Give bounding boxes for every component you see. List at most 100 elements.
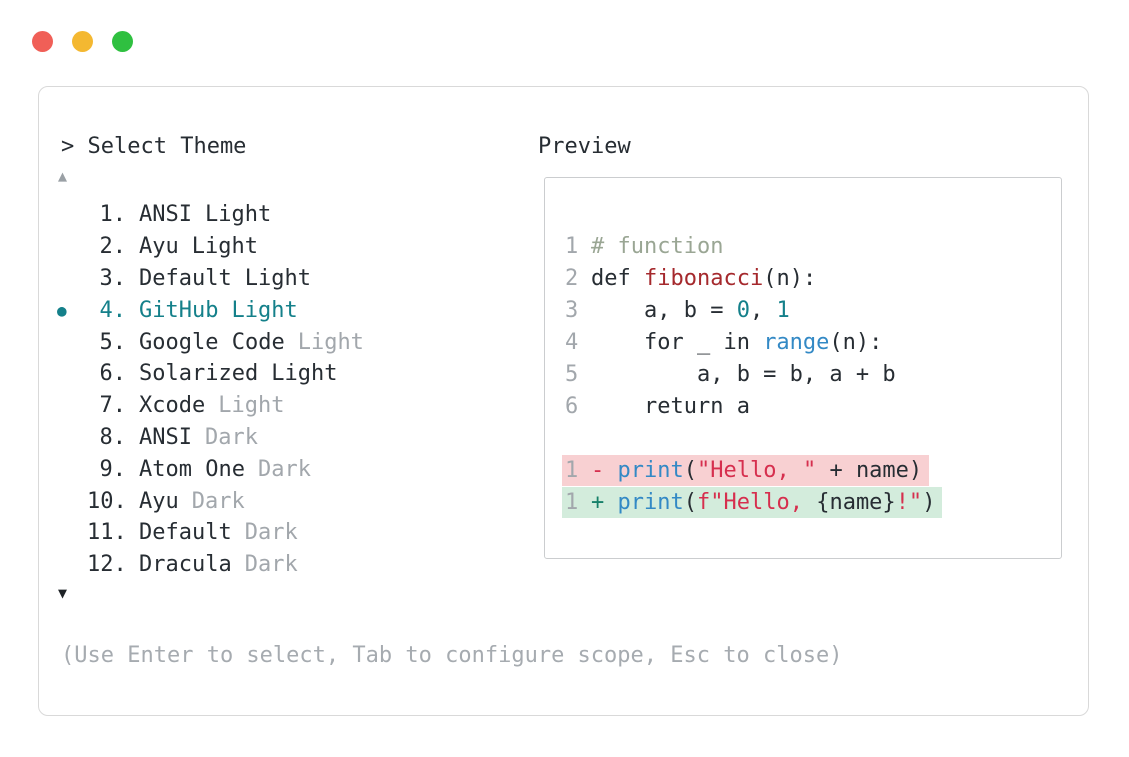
theme-suffix: Dark [191, 488, 245, 514]
theme-item-ansi-dark[interactable]: 8. ANSI Dark [57, 422, 364, 454]
code-sample: 1 # function 2 def fibonacci(n): 3 a, b … [562, 230, 943, 518]
code-token: # function [591, 233, 724, 259]
theme-number: 10. [87, 488, 127, 514]
theme-name: Ayu [139, 234, 179, 260]
theme-number: 3. [99, 265, 127, 291]
code-line-1: 1 # function [565, 230, 942, 262]
theme-number: 8. [99, 424, 127, 450]
theme-name: Solarized [139, 361, 259, 387]
line-number: 1 [565, 233, 579, 259]
code-token: ) [922, 489, 936, 515]
line-number: 1 [565, 457, 579, 483]
theme-item-default-dark[interactable]: 11. Default Dark [57, 517, 364, 549]
code-token: ( [683, 489, 697, 515]
code-token: "Hello, " [696, 457, 817, 483]
theme-name: Dracula [139, 552, 232, 578]
code-token: a, b = [591, 297, 737, 323]
theme-item-solarized-light[interactable]: 6. Solarized Light [57, 358, 364, 390]
code-line-5: 5 a, b = b, a + b [565, 358, 942, 390]
theme-suffix: Dark [257, 456, 311, 482]
theme-number: 2. [99, 234, 127, 260]
theme-name: Default [139, 520, 232, 546]
code-token: range [763, 329, 830, 355]
code-token: ( [683, 457, 697, 483]
theme-suffix: Dark [244, 520, 298, 546]
theme-suffix: Dark [244, 552, 298, 578]
code-token: return a [591, 393, 750, 419]
theme-item-xcode-light[interactable]: 7. Xcode Light [57, 390, 364, 422]
code-token: for _ in [591, 329, 764, 355]
theme-name: Default [139, 265, 232, 291]
code-token: !" [895, 489, 923, 515]
diff-line-removed: 1 - print("Hello, " + name) [562, 454, 942, 486]
theme-number: 1. [99, 202, 127, 228]
theme-suffix: Light [191, 234, 258, 260]
theme-number: 12. [87, 552, 127, 578]
scroll-up-icon[interactable]: ▲ [58, 167, 68, 185]
theme-suffix: Light [244, 265, 311, 291]
code-token: f [696, 489, 711, 515]
window-controls [32, 31, 133, 52]
blank-line [565, 422, 942, 454]
code-token: print [617, 457, 684, 483]
theme-item-default-light[interactable]: 3. Default Light [57, 263, 364, 295]
theme-picker-panel: > Select Theme Preview ▲ 1. ANSI Light 2… [38, 86, 1089, 716]
preview-pane: 1 # function 2 def fibonacci(n): 3 a, b … [544, 177, 1062, 559]
diff-plus-token: + [591, 489, 618, 515]
code-token: a, b = b, a + b [591, 361, 896, 387]
theme-name: ANSI [139, 202, 192, 228]
theme-number: 4. [99, 297, 127, 323]
line-number: 5 [565, 361, 579, 387]
theme-item-google-code-light[interactable]: 5. Google Code Light [57, 326, 364, 358]
minimize-button[interactable] [72, 31, 93, 52]
code-token: fibonacci [643, 265, 764, 291]
code-line-2: 2 def fibonacci(n): [565, 262, 942, 294]
code-token: print [617, 489, 684, 515]
scroll-down-icon[interactable]: ▼ [58, 584, 68, 602]
line-number: 2 [565, 265, 579, 291]
code-token: def [591, 265, 644, 291]
selected-bullet-icon: ● [57, 300, 67, 320]
close-button[interactable] [32, 31, 53, 52]
theme-name: Ayu [139, 488, 179, 514]
code-line-6: 6 return a [565, 390, 942, 422]
diff-minus-token: - [591, 457, 618, 483]
theme-list: 1. ANSI Light 2. Ayu Light 3. Default Li… [57, 199, 364, 581]
code-token: {name} [816, 489, 896, 515]
theme-item-ayu-dark[interactable]: 10. Ayu Dark [57, 485, 364, 517]
theme-name: GitHub [139, 297, 219, 323]
code-token: (n): [829, 329, 883, 355]
theme-name: ANSI [139, 424, 192, 450]
theme-number: 11. [87, 520, 127, 546]
diff-line-added: 1 + print(f"Hello, {name}!") [562, 486, 943, 518]
code-token: , [749, 297, 777, 323]
theme-item-github-light[interactable]: ● 4. GitHub Light [57, 294, 364, 326]
line-number: 4 [565, 329, 579, 355]
line-number: 1 [565, 489, 579, 515]
theme-name: Google Code [139, 329, 285, 355]
theme-suffix: Light [204, 202, 272, 228]
code-token: 0 [736, 297, 750, 323]
theme-item-ayu-light[interactable]: 2. Ayu Light [57, 231, 364, 263]
theme-suffix: Light [231, 297, 298, 323]
code-line-4: 4 for _ in range(n): [565, 326, 942, 358]
theme-suffix: Light [218, 393, 285, 419]
maximize-button[interactable] [112, 31, 133, 52]
theme-number: 5. [99, 329, 127, 355]
code-token: 1 [776, 297, 790, 323]
code-token: + name) [816, 457, 923, 483]
theme-suffix: Light [271, 361, 338, 387]
panel-title: > Select Theme [61, 134, 247, 159]
theme-suffix: Light [297, 329, 364, 355]
theme-suffix: Dark [204, 424, 258, 450]
theme-item-ansi-light[interactable]: 1. ANSI Light [57, 199, 364, 231]
help-text: (Use Enter to select, Tab to configure s… [61, 643, 843, 668]
theme-name: Xcode [139, 393, 206, 419]
line-number: 6 [565, 393, 579, 419]
theme-item-dracula-dark[interactable]: 12. Dracula Dark [57, 549, 364, 581]
theme-number: 9. [99, 456, 127, 482]
code-line-3: 3 a, b = 0, 1 [565, 294, 942, 326]
theme-item-atom-one-dark[interactable]: 9. Atom One Dark [57, 453, 364, 485]
line-number: 3 [565, 297, 579, 323]
code-token: "Hello, [710, 489, 817, 515]
